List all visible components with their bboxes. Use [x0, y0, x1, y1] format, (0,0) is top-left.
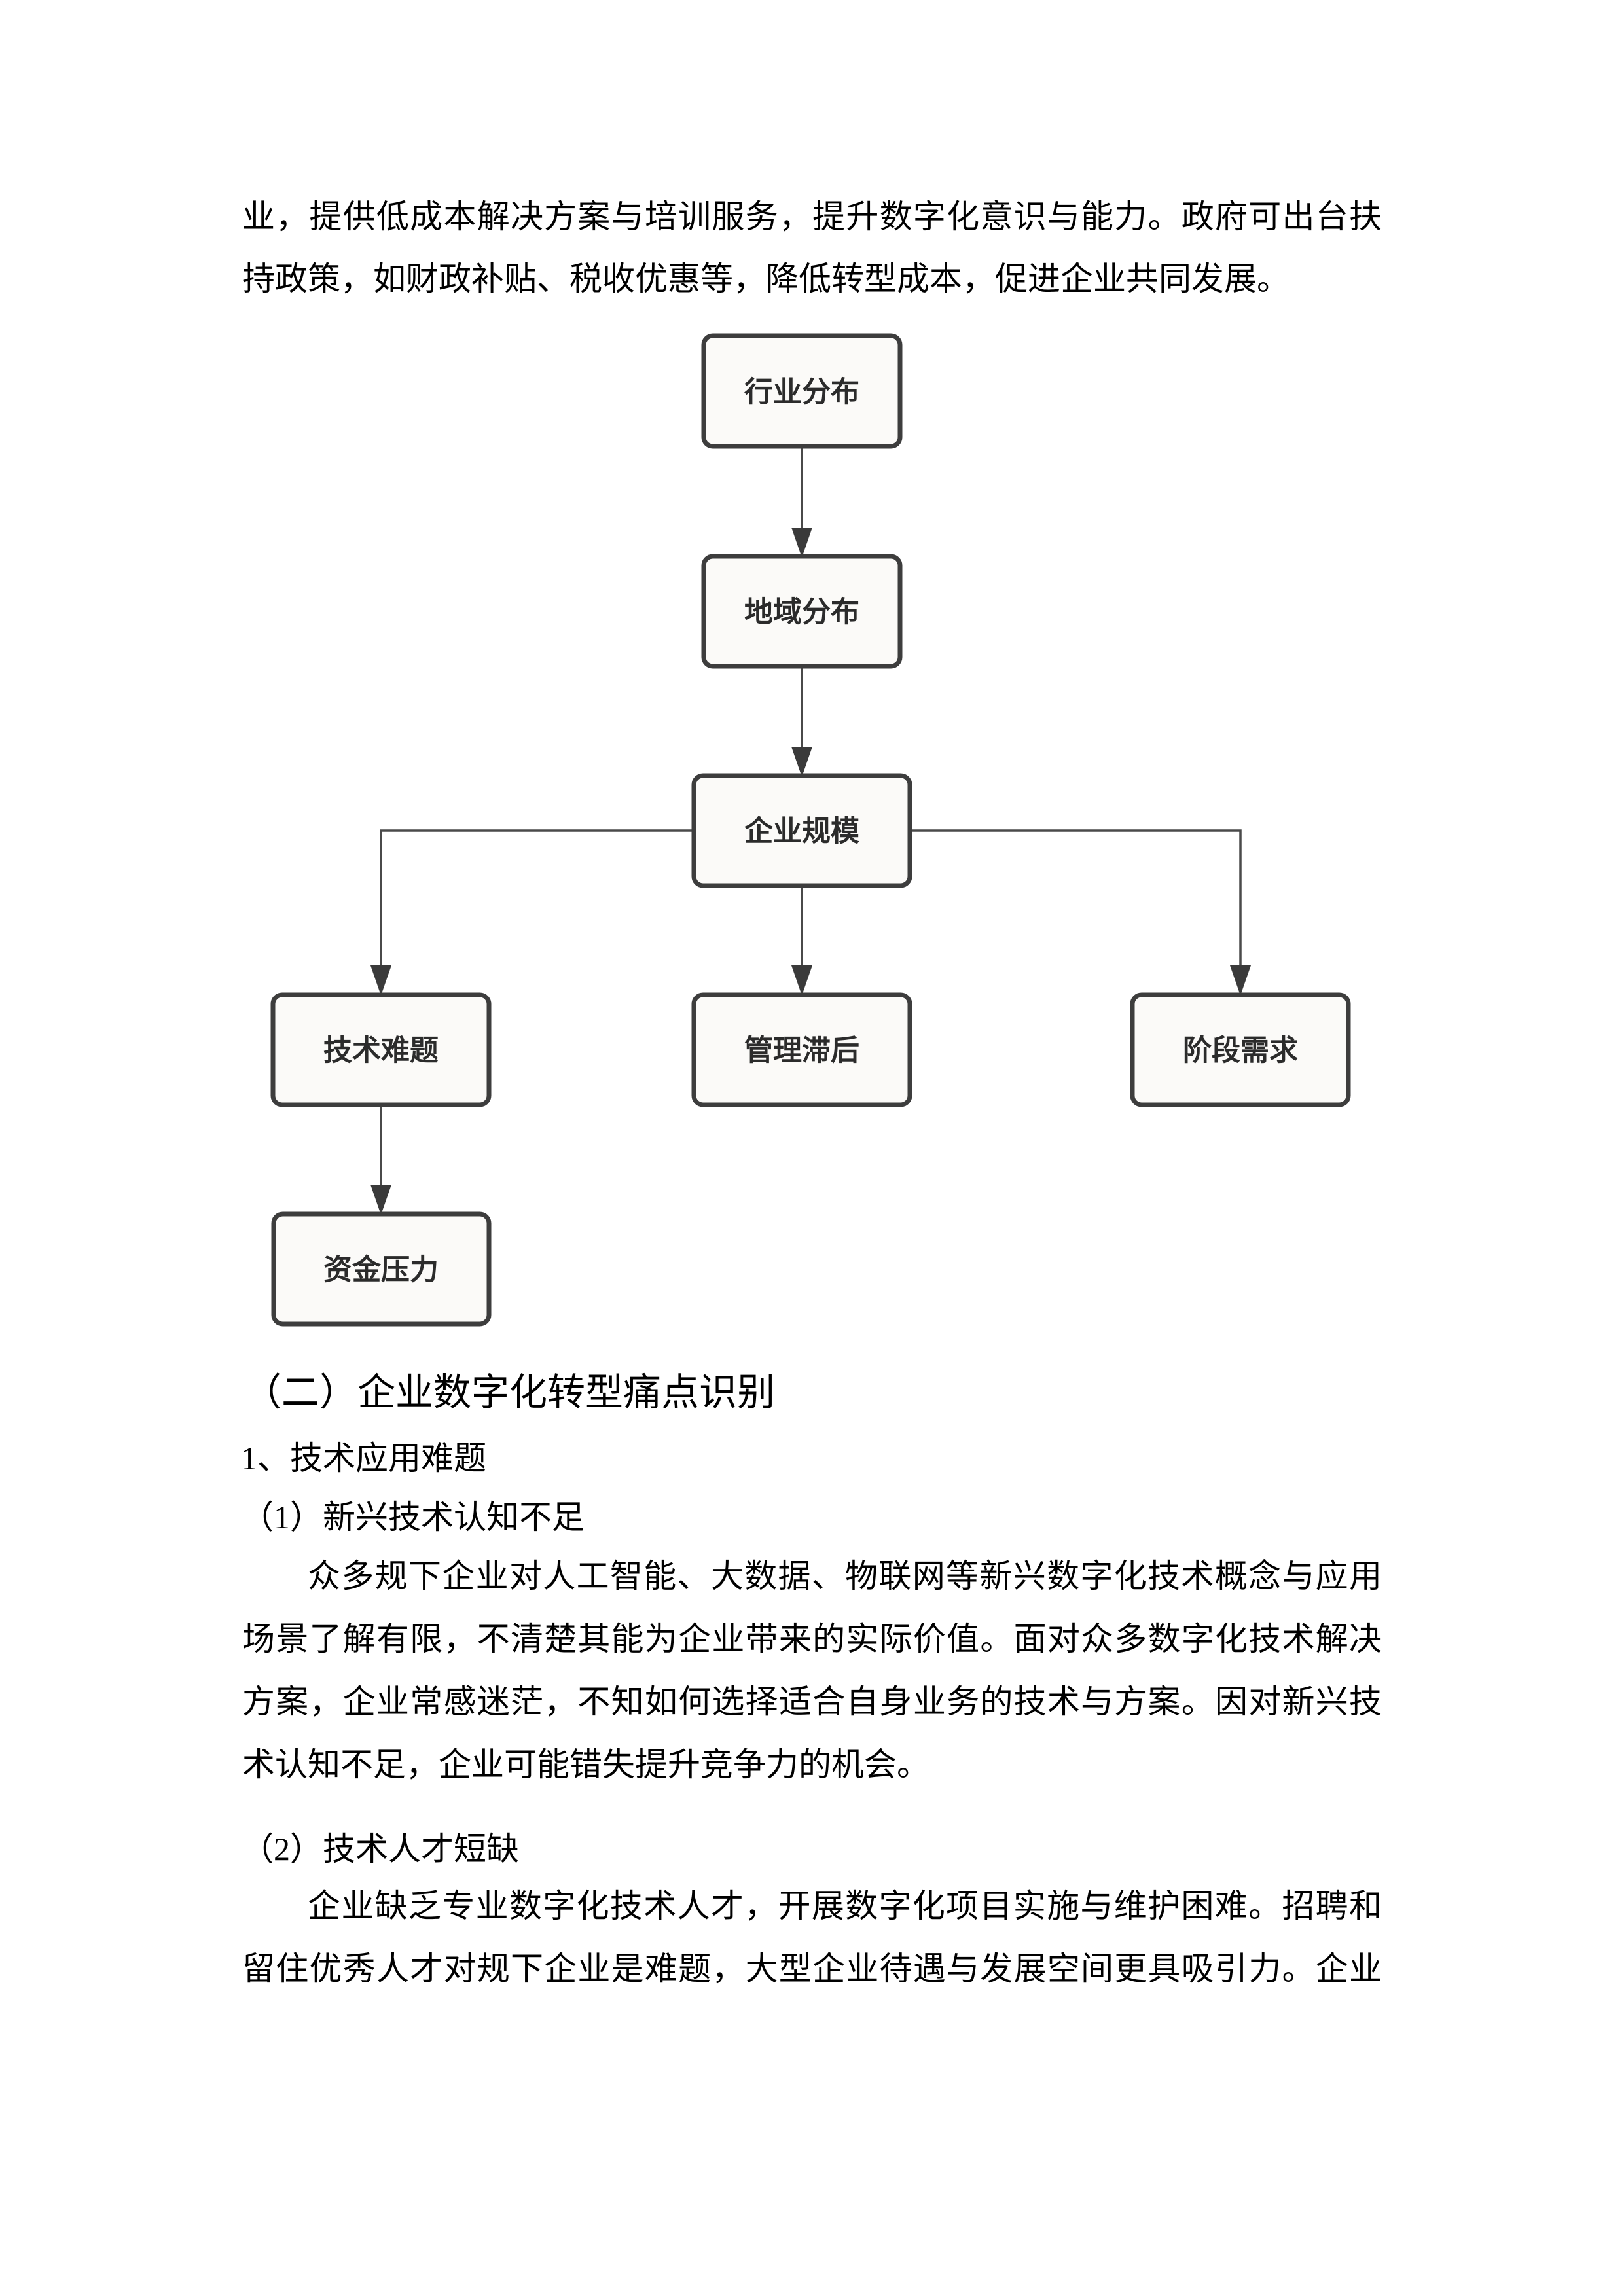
point1-heading: （1）新兴技术认知不足 [241, 1499, 585, 1535]
paragraph-talent-shortage: 企业缺乏专业数字化技术人才，开展数字化项目实施与维护困难。招聘和 留住优秀人才对… [242, 1874, 1382, 2000]
arrowhead-icon [791, 965, 812, 996]
flowchart-node-industry-distribution: 行业分布 [701, 333, 903, 449]
node-label: 行业分布 [744, 376, 859, 408]
node-box [701, 333, 903, 449]
text-line: 众多规下企业对人工智能、大数据、物联网等新兴数字化技术概念与应用 [308, 1558, 1382, 1594]
node-label: 技术难题 [323, 1034, 439, 1066]
flowchart-node-funding-pressure: 资金压力 [271, 1211, 492, 1327]
text-line: 术认知不足，企业可能错失提升竞争力的机会。 [242, 1746, 929, 1783]
flowchart-node-enterprise-scale: 企业规模 [691, 773, 912, 888]
node-box [1130, 992, 1351, 1107]
arrowhead-icon [370, 965, 391, 996]
flowchart-node-management-lag: 管理滞后 [691, 992, 912, 1107]
node-box [691, 992, 912, 1107]
subsection-heading: 1、技术应用难题 [241, 1440, 486, 1477]
arrowhead-icon [1230, 965, 1251, 996]
paragraph-tech-cognition: 众多规下企业对人工智能、大数据、物联网等新兴数字化技术概念与应用 场景了解有限，… [242, 1545, 1382, 1796]
node-label: 管理滞后 [744, 1034, 859, 1066]
node-box [701, 554, 903, 669]
text-line: 留住优秀人才对规下企业是难题，大型企业待遇与发展空间更具吸引力。企业 [242, 1950, 1382, 1987]
section-heading: （二）企业数字化转型痛点识别 [244, 1371, 776, 1414]
node-label: 资金压力 [323, 1253, 439, 1285]
arrowhead-icon [791, 747, 812, 777]
text-line: 持政策，如财政补贴、税收优惠等，降低转型成本，促进企业共同发展。 [242, 260, 1290, 297]
node-label: 地域分布 [744, 596, 859, 628]
text-line: 企业缺乏专业数字化技术人才，开展数字化项目实施与维护困难。招聘和 [308, 1888, 1382, 1924]
flowchart-node-stage-demand: 阶段需求 [1130, 992, 1351, 1107]
flowchart-connectors [380, 446, 1242, 1186]
connector-scale-to-stage [910, 829, 1242, 967]
node-box [270, 992, 492, 1107]
top-paragraph: 业，提供低成本解决方案与培训服务，提升数字化意识与能力。政府可出台扶 持政策，如… [242, 186, 1382, 310]
node-box [691, 773, 912, 888]
flowchart-node-technical-difficulty: 技术难题 [270, 992, 492, 1107]
arrowhead-icon [370, 1185, 391, 1215]
node-label: 企业规模 [744, 815, 859, 847]
flowchart: 行业分布 地域分布 企业规模 技术难题 管理滞后 阶段需求 资金压力 [270, 333, 1351, 1327]
text-line: 业，提供低成本解决方案与培训服务，提升数字化意识与能力。政府可出台扶 [242, 198, 1382, 235]
point2-heading: （2）技术人才短缺 [241, 1831, 519, 1867]
node-label: 阶段需求 [1183, 1034, 1298, 1066]
text-line: 方案，企业常感迷茫，不知如何选择适合自身业务的技术与方案。因对新兴技 [242, 1683, 1382, 1720]
text-line: 场景了解有限，不清楚其能为企业带来的实际价值。面对众多数字化技术解决 [242, 1621, 1382, 1657]
flowchart-node-region-distribution: 地域分布 [701, 554, 903, 669]
connector-scale-to-technical [380, 829, 694, 967]
arrowhead-icon [791, 528, 812, 558]
node-box [271, 1211, 492, 1327]
flowchart-arrowheads [370, 528, 1251, 1215]
